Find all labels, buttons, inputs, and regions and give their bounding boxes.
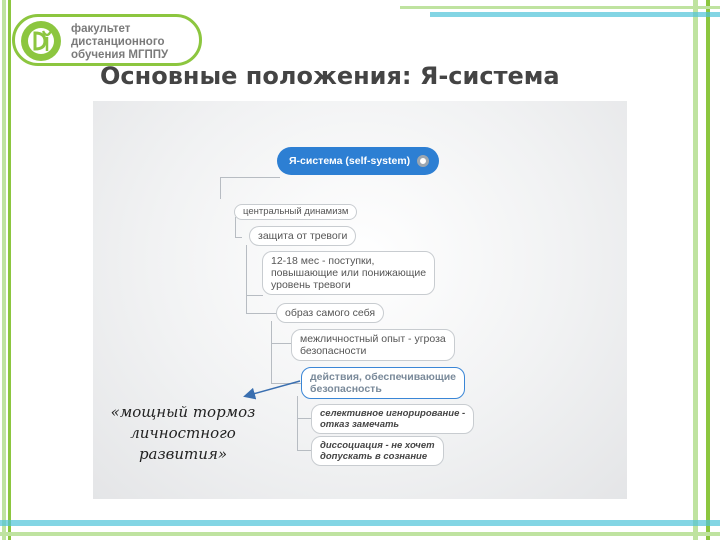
node-label: селективное игнорирование - <box>320 408 466 419</box>
faculty-logo-text: факультет дистанционного обучения МГППУ <box>71 23 201 62</box>
collapse-icon <box>417 155 429 167</box>
node-label: уровень тревоги <box>271 279 351 291</box>
frame-stripe-right <box>706 0 710 540</box>
frame-stripe-top <box>430 12 720 17</box>
logo-line: дистанционного <box>71 36 165 48</box>
node-label: повышающие или понижающие <box>271 267 427 279</box>
quote-text: «мощный тормоз личностного развития» <box>108 402 258 465</box>
root-node-label: Я-система (self-system) <box>289 155 411 167</box>
node-label: отказ замечать <box>320 419 400 430</box>
logo-line: факультет <box>71 23 131 35</box>
connector-line <box>220 177 221 199</box>
connector-line <box>297 396 312 419</box>
node-label: 12-18 мес - поступки, <box>271 255 375 267</box>
node-label: безопасность <box>310 383 382 395</box>
quote-line: «мощный тормоз <box>110 403 256 421</box>
node-selective-inattention: селективное игнорирование - отказ замеча… <box>311 404 475 434</box>
node-label: центральный динамизм <box>243 206 349 217</box>
node-label: действия, обеспечивающие <box>310 371 457 383</box>
faculty-logo-icon <box>21 21 61 61</box>
node-central-dynamism: центральный динамизм <box>234 204 358 220</box>
connector-line <box>246 245 263 296</box>
frame-stripe-left <box>2 0 6 540</box>
node-label: образ самого себя <box>285 307 376 319</box>
frame-stripe-top <box>400 6 720 9</box>
node-label: допускать в сознание <box>320 451 428 462</box>
connector-line <box>235 217 242 238</box>
frame-stripe-bottom <box>0 520 720 526</box>
connector-line <box>271 321 292 344</box>
node-age-actions: 12-18 мес - поступки, повышающие или пон… <box>262 251 436 295</box>
faculty-logo: факультет дистанционного обучения МГППУ <box>12 14 202 66</box>
frame-stripe-right <box>693 0 698 540</box>
mindmap-diagram: Я-система (self-system) центральный дина… <box>93 101 627 499</box>
quote-line: личностного <box>130 424 236 442</box>
connector-line <box>220 177 280 178</box>
connector-line <box>246 295 277 314</box>
connector-line <box>279 177 280 178</box>
node-self-image: образ самого себя <box>276 303 385 323</box>
node-label: защита от тревоги <box>258 230 348 242</box>
frame-stripe-left <box>8 0 11 540</box>
connector-line <box>297 418 312 451</box>
node-label: безопасности <box>300 345 367 357</box>
node-dissociation: диссоциация - не хочет допускать в созна… <box>311 436 444 466</box>
frame-stripe-bottom <box>0 532 720 536</box>
node-security-actions: действия, обеспечивающие безопасность <box>301 367 466 399</box>
root-node: Я-система (self-system) <box>277 147 439 175</box>
node-label: диссоциация - не хочет <box>320 440 435 451</box>
node-anxiety-defense: защита от тревоги <box>249 226 357 246</box>
logo-line: обучения МГППУ <box>71 49 169 61</box>
node-interpersonal-experience: межличностный опыт - угроза безопасности <box>291 329 455 361</box>
quote-line: развития» <box>138 445 228 463</box>
page-title: Основные положения: Я-система <box>100 62 560 90</box>
node-label: межличностный опыт - угроза <box>300 333 446 345</box>
